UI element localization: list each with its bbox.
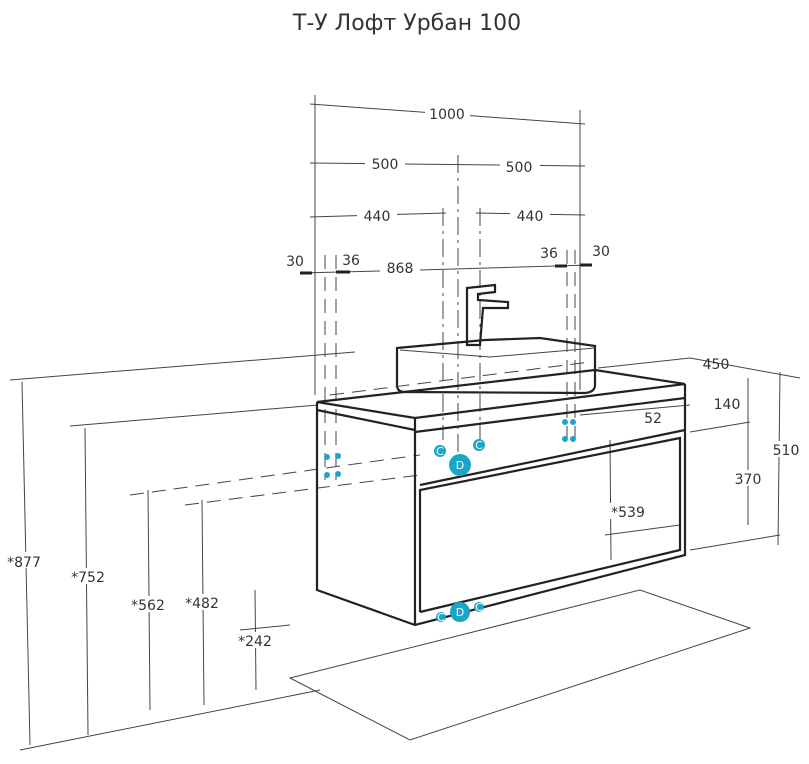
drawing-title: Т-У Лофт Урбан 100 bbox=[292, 11, 521, 36]
vanity-cabinet bbox=[315, 368, 687, 627]
drain-marker-bottom: D bbox=[450, 602, 470, 622]
dim-482: *482 bbox=[185, 596, 219, 612]
dim-30-left: 30 bbox=[286, 254, 304, 270]
connection-markers: C C D C C D bbox=[324, 419, 576, 624]
extension-lines bbox=[314, 95, 581, 480]
dim-140: 140 bbox=[714, 397, 741, 413]
dim-370: 370 bbox=[735, 472, 762, 488]
dim-36-right: 36 bbox=[540, 246, 558, 262]
svg-text:D: D bbox=[456, 459, 464, 472]
floor-outline bbox=[288, 589, 752, 741]
dim-1000: 1000 bbox=[429, 107, 465, 123]
dim-877: *877 bbox=[7, 555, 41, 571]
svg-text:D: D bbox=[456, 606, 464, 619]
dim-52: 52 bbox=[644, 411, 662, 427]
dim-868: 868 bbox=[387, 261, 414, 277]
cold-water-marker-bottom-right: C bbox=[474, 601, 484, 614]
cold-water-marker-left: C bbox=[434, 445, 446, 458]
dim-36-left: 36 bbox=[342, 253, 360, 269]
top-dimensions: 1000 500 500 440 440 30 36 868 36 30 bbox=[286, 103, 610, 277]
svg-text:C: C bbox=[437, 611, 445, 624]
cold-water-marker-bottom-left: C bbox=[436, 611, 446, 624]
dim-500-left: 500 bbox=[372, 157, 399, 173]
basin bbox=[329, 336, 597, 396]
dim-500-right: 500 bbox=[506, 160, 533, 176]
dim-440-left: 440 bbox=[364, 209, 391, 225]
svg-text:C: C bbox=[436, 445, 444, 458]
right-dimensions: 450 140 370 510 52 *539 bbox=[579, 357, 801, 561]
dim-440-right: 440 bbox=[517, 209, 544, 225]
dim-562: *562 bbox=[131, 598, 165, 614]
left-dimensions: *877 *752 *562 *482 *242 bbox=[2, 351, 421, 751]
dim-510: 510 bbox=[773, 443, 800, 459]
dim-30-right: 30 bbox=[592, 244, 610, 260]
svg-text:C: C bbox=[475, 601, 483, 614]
dim-752: *752 bbox=[71, 570, 105, 586]
dim-450: 450 bbox=[703, 357, 730, 373]
cold-water-marker-right: C bbox=[473, 439, 485, 452]
drain-marker: D bbox=[449, 454, 471, 476]
dim-242: *242 bbox=[238, 634, 272, 650]
svg-text:C: C bbox=[475, 439, 483, 452]
dim-539: *539 bbox=[611, 505, 645, 521]
faucet-icon bbox=[465, 283, 510, 347]
